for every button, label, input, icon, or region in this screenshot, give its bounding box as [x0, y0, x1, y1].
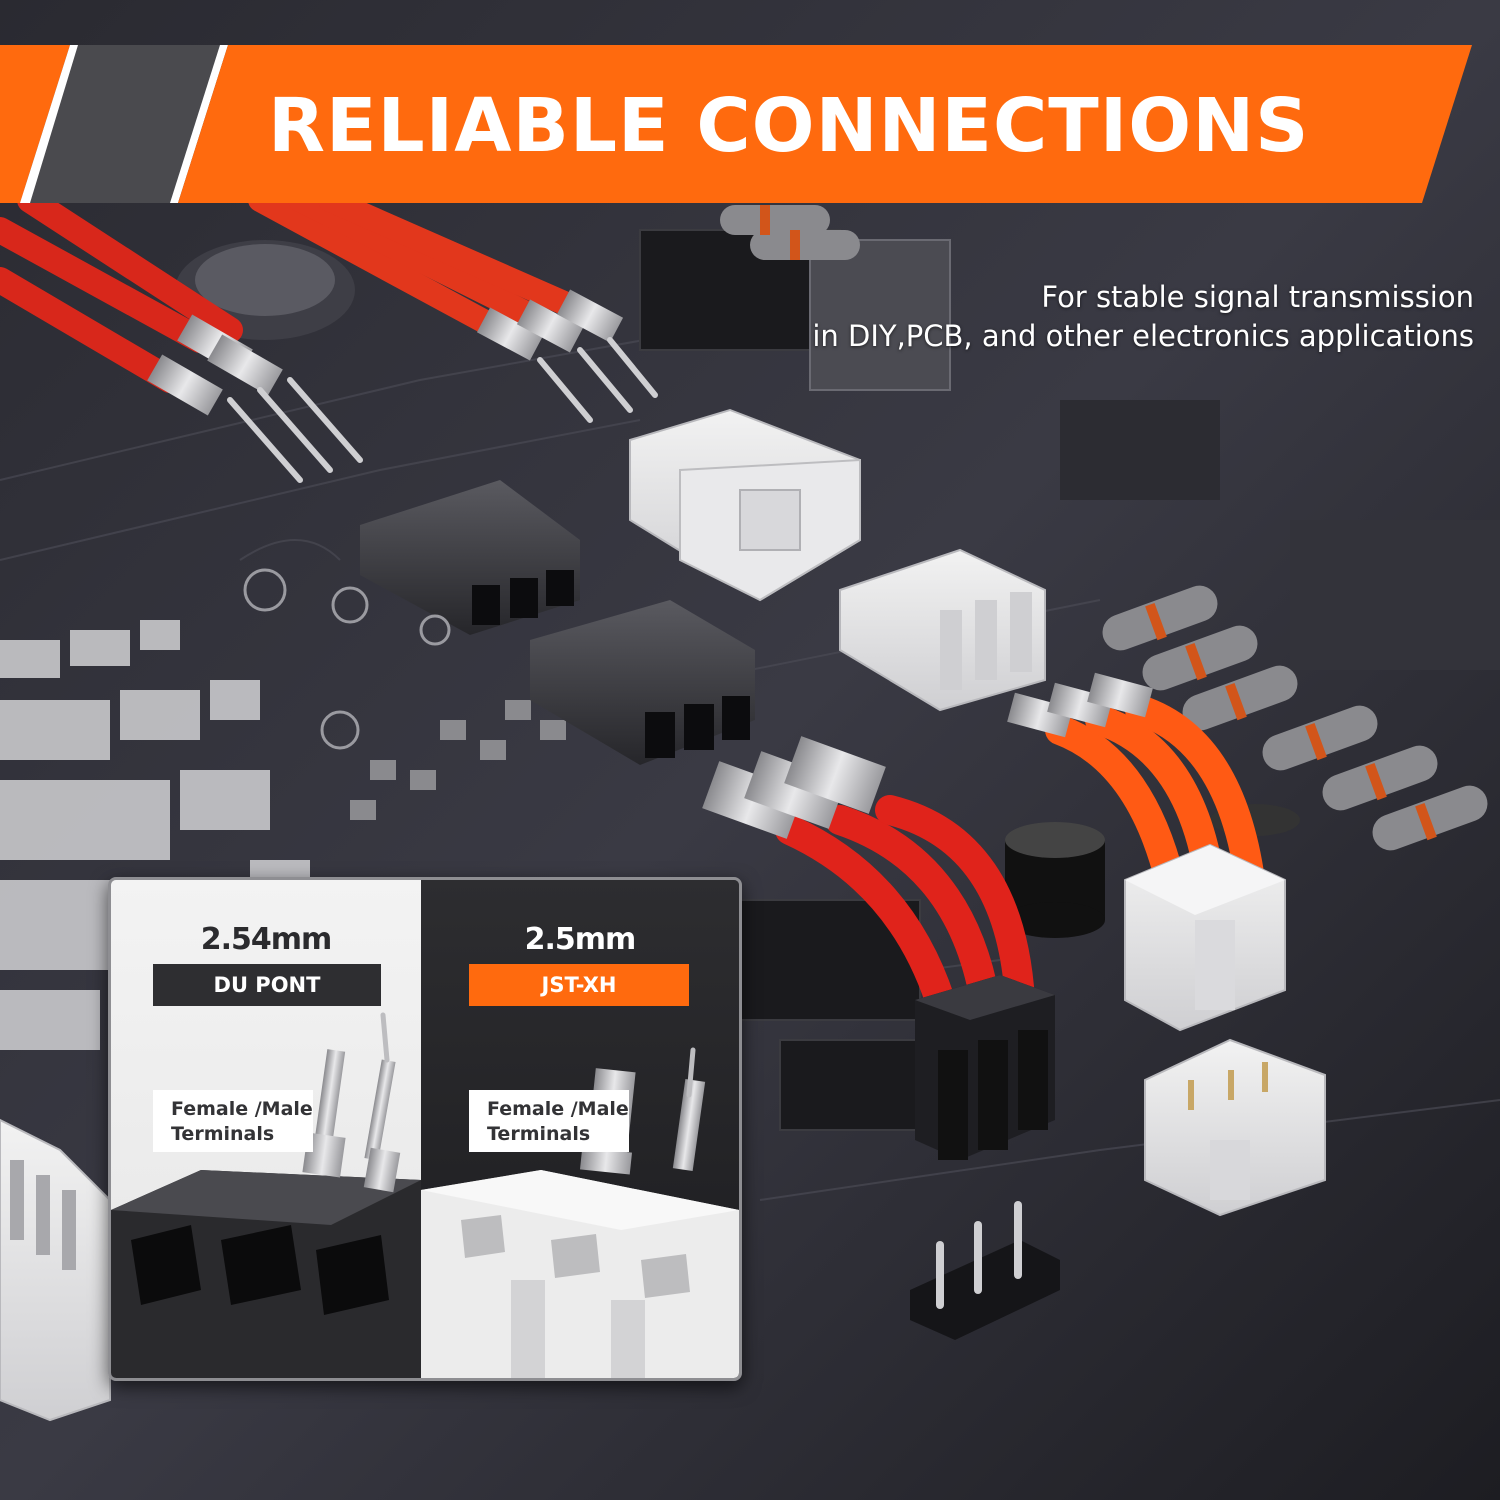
subtitle: For stable signal transmission in DIY,PC… — [574, 278, 1474, 356]
dupont-terminals-line-2: Terminals — [171, 1123, 275, 1145]
jst-housing-closeup — [421, 1047, 739, 1378]
subtitle-line-2: in DIY,PCB, and other electronics applic… — [812, 319, 1474, 353]
jst-terminals-label: Female /Male Terminals — [469, 1090, 629, 1152]
jst-tag: JST-XH — [469, 964, 689, 1006]
comparison-inset: 2.54mm DU PONT Female /Male Terminals — [108, 877, 742, 1381]
banner-stripes — [0, 45, 1472, 203]
dupont-tag: DU PONT — [153, 964, 381, 1006]
jst-panel: 2.5mm JST-XH Female /Male Terminals — [421, 880, 739, 1378]
dupont-housing-closeup — [111, 1012, 421, 1378]
jst-pitch: 2.5mm — [524, 922, 637, 957]
subtitle-line-1: For stable signal transmission — [1041, 280, 1474, 314]
jst-terminals-line-2: Terminals — [487, 1123, 591, 1145]
dupont-pitch: 2.54mm — [200, 922, 333, 957]
title-banner: RELIABLE CONNECTIONS — [0, 45, 1500, 203]
banner-title: RELIABLE CONNECTIONS — [268, 83, 1310, 169]
jst-terminals-line-1: Female /Male — [487, 1098, 629, 1120]
dupont-terminals-label: Female /Male Terminals — [153, 1090, 313, 1152]
dupont-terminals-line-1: Female /Male — [171, 1098, 313, 1120]
dupont-panel: 2.54mm DU PONT Female /Male Terminals — [111, 880, 421, 1378]
